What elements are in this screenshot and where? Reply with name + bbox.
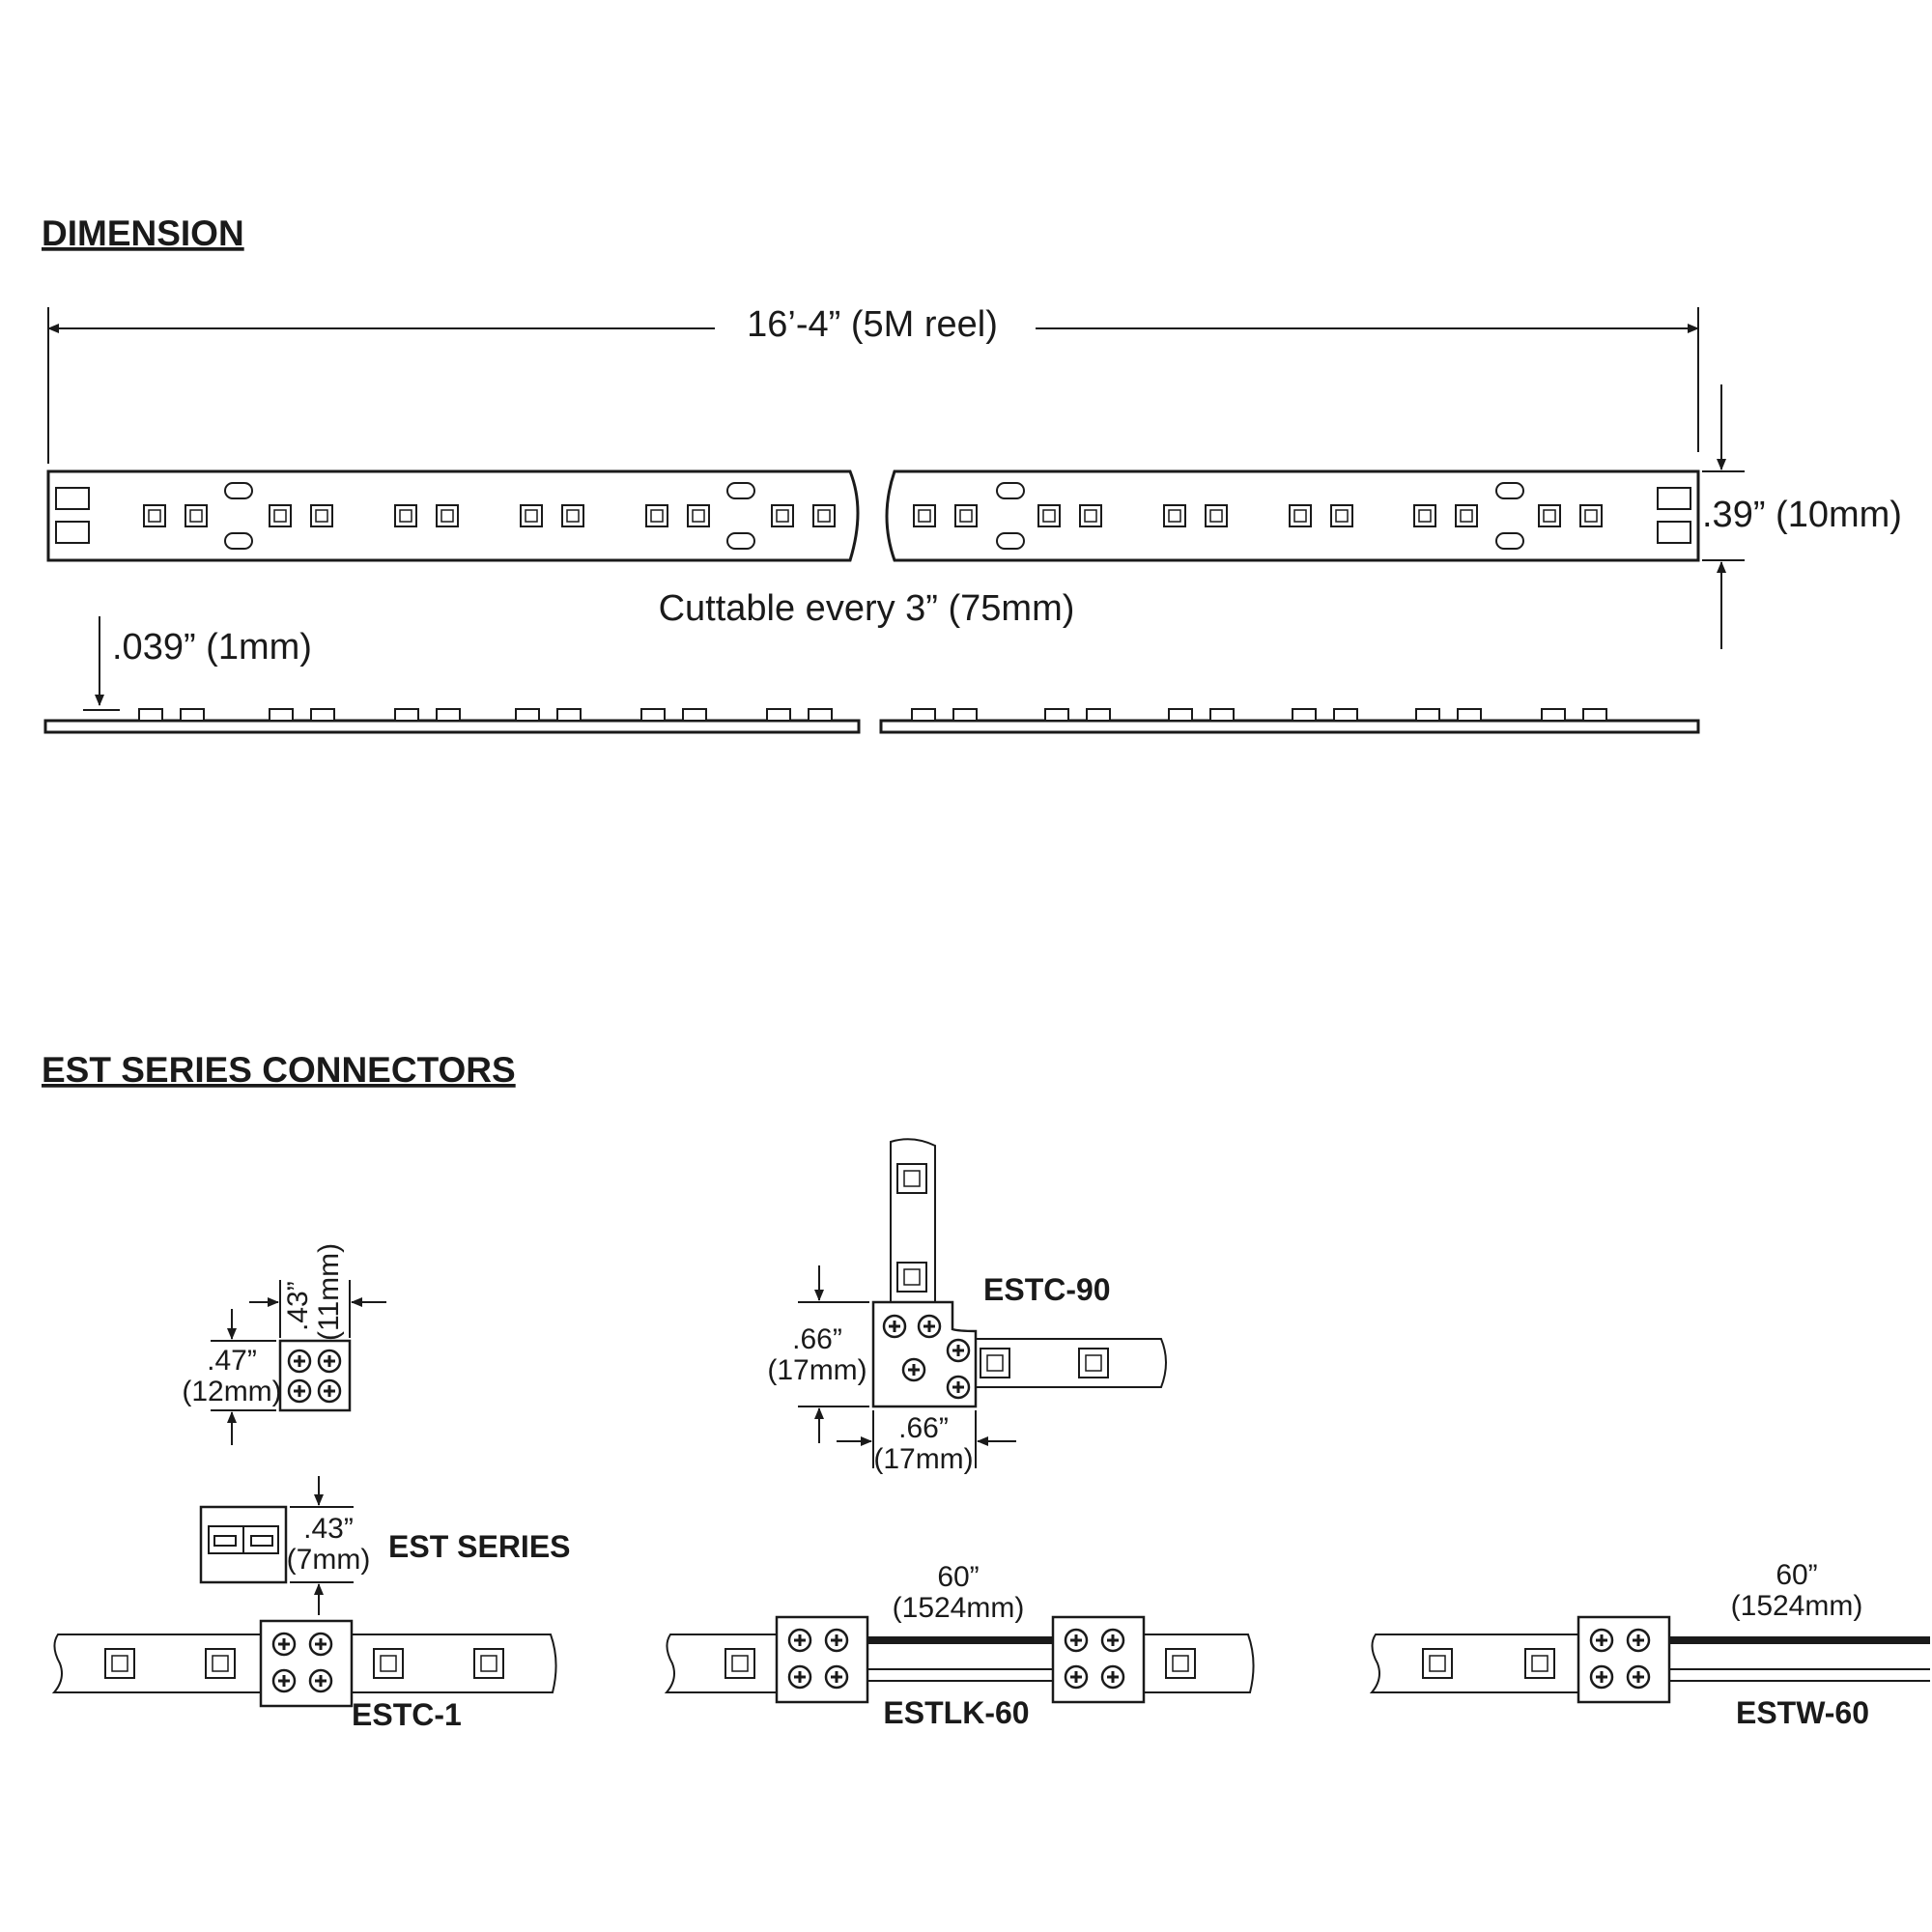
led-chip-profile [556, 708, 582, 722]
led-chip-profile [808, 708, 833, 722]
led-chip [1413, 504, 1436, 527]
cut-pad [996, 482, 1025, 499]
strip-side-view [43, 708, 1700, 734]
estc-90-height-mm-label: (17mm) [767, 1354, 867, 1386]
connector-body-detail: .43” (11mm) .47” (12mm) [182, 1243, 386, 1445]
led-chip [1330, 504, 1353, 527]
estlk-60-length-mm-label: (1524mm) [893, 1592, 1025, 1624]
led-chip [394, 504, 417, 527]
led-chip-profile [394, 708, 419, 722]
led-chip-profile [138, 708, 163, 722]
cut-pad [1495, 532, 1524, 550]
led-chip [954, 504, 978, 527]
estc-1-label: ESTC-1 [352, 1697, 462, 1732]
led-chip [1455, 504, 1478, 527]
estc-90-label: ESTC-90 [983, 1272, 1111, 1307]
led-chip [1079, 504, 1102, 527]
estw-60-connector: 60” (1524mm) ESTW-60 [1369, 1559, 1930, 1730]
led-chip-profile [1209, 708, 1235, 722]
led-chip-profile [1457, 708, 1482, 722]
body-height-in-label: .47” [207, 1345, 257, 1377]
led-chip-profile [180, 708, 205, 722]
led-chip [687, 504, 710, 527]
led-chip-profile [1541, 708, 1566, 722]
led-chip-profile [1086, 708, 1111, 722]
led-chip [310, 504, 333, 527]
est-height-in-label: .43” [303, 1513, 354, 1545]
estlk-60-label: ESTLK-60 [883, 1695, 1029, 1730]
width-dimension: .39” (10mm) [1702, 384, 1902, 649]
body-height-mm-label: (12mm) [182, 1376, 281, 1407]
cut-pad [726, 532, 755, 550]
estc-90-height-in-label: .66” [792, 1323, 842, 1355]
led-chip [143, 504, 166, 527]
led-chip-profile [911, 708, 936, 722]
length-label: 16’-4” (5M reel) [747, 304, 998, 345]
led-chip [645, 504, 668, 527]
led-chip [913, 504, 936, 527]
led-chip [561, 504, 584, 527]
led-chip [1579, 504, 1603, 527]
est-series-label: EST SERIES [388, 1529, 571, 1564]
led-chip-profile [1292, 708, 1317, 722]
led-chip-profile [436, 708, 461, 722]
led-chip-profile [1415, 708, 1440, 722]
led-chip-profile [269, 708, 294, 722]
length-dimension: 16’-4” (5M reel) [47, 304, 1699, 464]
estc-1-connector: ESTC-1 [51, 1619, 557, 1732]
estw-60-length-in-label: 60” [1776, 1559, 1817, 1591]
estw-60-length-mm-label: (1524mm) [1731, 1590, 1863, 1622]
led-chip-profile [1168, 708, 1193, 722]
led-chip [1205, 504, 1228, 527]
led-chip [520, 504, 543, 527]
led-chip [1037, 504, 1061, 527]
led-chip-profile [682, 708, 707, 722]
dimension-heading: DIMENSION [42, 213, 244, 253]
cut-pad [224, 482, 253, 499]
est-height-mm-label: (7mm) [287, 1544, 371, 1576]
led-chip [812, 504, 836, 527]
connectors-heading: EST SERIES CONNECTORS [42, 1050, 516, 1090]
estc-90-width-in-label: .66” [898, 1412, 949, 1444]
width-label: .39” (10mm) [1702, 495, 1902, 535]
led-chip [269, 504, 292, 527]
cut-pad [1495, 482, 1524, 499]
led-chip [771, 504, 794, 527]
est-series-side-detail: .43” (7mm) EST SERIES [199, 1476, 571, 1615]
estc-90-connector: ESTC-90 .66” (17mm) .66” (17mm) [767, 1138, 1167, 1475]
led-chip-profile [766, 708, 791, 722]
thickness-label: .039” (1mm) [112, 627, 312, 668]
led-chip [436, 504, 459, 527]
body-width-mm-label: (11mm) [313, 1243, 345, 1341]
led-chip [185, 504, 208, 527]
strip-top-view [46, 469, 1700, 562]
led-chip-profile [640, 708, 666, 722]
thickness-dimension: .039” (1mm) [83, 616, 312, 711]
estlk-60-length-in-label: 60” [937, 1561, 979, 1593]
led-chip-profile [1044, 708, 1069, 722]
led-chip-profile [952, 708, 978, 722]
cut-pad [996, 532, 1025, 550]
cut-pad [726, 482, 755, 499]
cut-interval-label: Cuttable every 3” (75mm) [659, 588, 1075, 629]
estw-60-label: ESTW-60 [1736, 1695, 1869, 1730]
estc-90-width-mm-label: (17mm) [873, 1443, 973, 1475]
cut-pad [224, 532, 253, 550]
body-width-in-label: .43” [282, 1281, 314, 1331]
led-chip-profile [1582, 708, 1607, 722]
led-chip [1538, 504, 1561, 527]
led-chip-profile [310, 708, 335, 722]
led-chip [1163, 504, 1186, 527]
led-chip [1289, 504, 1312, 527]
led-chip-profile [515, 708, 540, 722]
estlk-60-connector: 60” (1524mm) ESTLK-60 [664, 1561, 1255, 1730]
led-chip-profile [1333, 708, 1358, 722]
